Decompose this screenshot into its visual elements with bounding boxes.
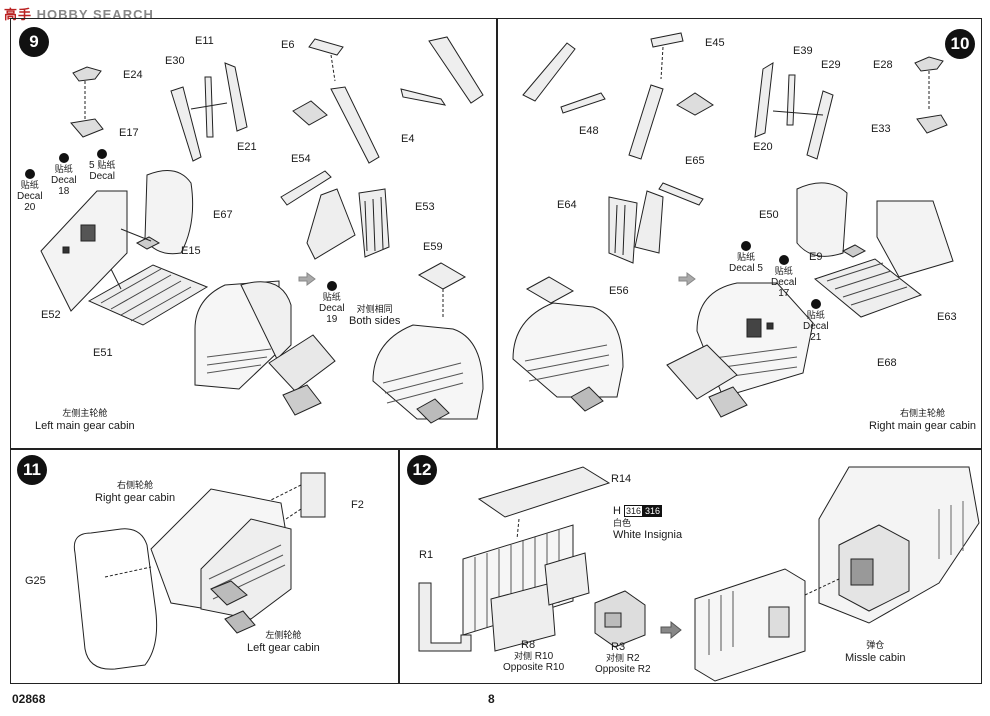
label-e21: E21 — [237, 141, 257, 153]
label-e53: E53 — [415, 201, 435, 213]
label-e56: E56 — [609, 285, 629, 297]
step-12-panel: 12 — [398, 448, 982, 684]
decal-icon — [810, 299, 821, 309]
step-11-number: 11 — [17, 455, 47, 485]
label-e68: E68 — [877, 357, 897, 369]
step-10-drawing — [512, 32, 954, 418]
label-e20: E20 — [753, 141, 773, 153]
label-e33: E33 — [871, 123, 891, 135]
decal-icon — [740, 241, 751, 251]
step-9-panel: 9 — [10, 18, 498, 450]
label-r1: R1 — [419, 549, 434, 561]
label-e28: E28 — [873, 59, 893, 71]
label-e50: E50 — [759, 209, 779, 221]
label-r14: R14 — [611, 473, 632, 485]
label-e9: E9 — [809, 251, 823, 263]
label-e45: E45 — [705, 37, 725, 49]
label-g25: G25 — [25, 575, 46, 587]
paint-num-box: 316 — [624, 505, 644, 517]
label-e65: E65 — [685, 155, 705, 167]
page-number: 8 — [488, 692, 495, 706]
label-e11: E11 — [195, 35, 214, 47]
step-10-panel: 10 — [496, 18, 982, 450]
decal-icon — [97, 149, 108, 159]
decal-icon — [778, 255, 789, 265]
label-e54: E54 — [291, 153, 311, 165]
step-9-number: 9 — [19, 27, 49, 57]
decal-icon — [58, 153, 69, 163]
label-e64: E64 — [557, 199, 577, 211]
label-e39: E39 — [793, 45, 813, 57]
label-e63: E63 — [937, 311, 957, 323]
kit-code: 02868 — [12, 692, 46, 706]
label-e24: E24 — [123, 69, 143, 81]
label-e29: E29 — [821, 59, 841, 71]
label-e6: E6 — [281, 39, 295, 51]
step-9-drawing — [40, 36, 484, 424]
label-e15: E15 — [181, 245, 201, 257]
decal-icon — [326, 281, 337, 291]
decal-icon — [24, 169, 35, 179]
step-12-number: 12 — [407, 455, 437, 485]
paint-code: H — [613, 505, 621, 517]
label-r8: R8 — [521, 639, 536, 651]
label-e51: E51 — [93, 347, 113, 359]
label-r3: R3 — [611, 641, 626, 653]
label-e67: E67 — [213, 209, 233, 221]
label-e48: E48 — [579, 125, 599, 137]
label-e52: E52 — [41, 309, 61, 321]
step-10-number: 10 — [945, 29, 975, 59]
paint-num-box-dark: 316 — [643, 505, 663, 517]
paint-en: White Insignia — [613, 529, 683, 541]
label-e4: E4 — [401, 133, 415, 145]
step-12-drawing — [418, 466, 980, 682]
label-f2: F2 — [351, 499, 364, 511]
label-e59: E59 — [423, 241, 443, 253]
step-11-drawing — [73, 472, 326, 670]
label-e30: E30 — [165, 55, 185, 67]
label-e17: E17 — [119, 127, 139, 139]
paint-cn: 白色 — [613, 518, 632, 528]
